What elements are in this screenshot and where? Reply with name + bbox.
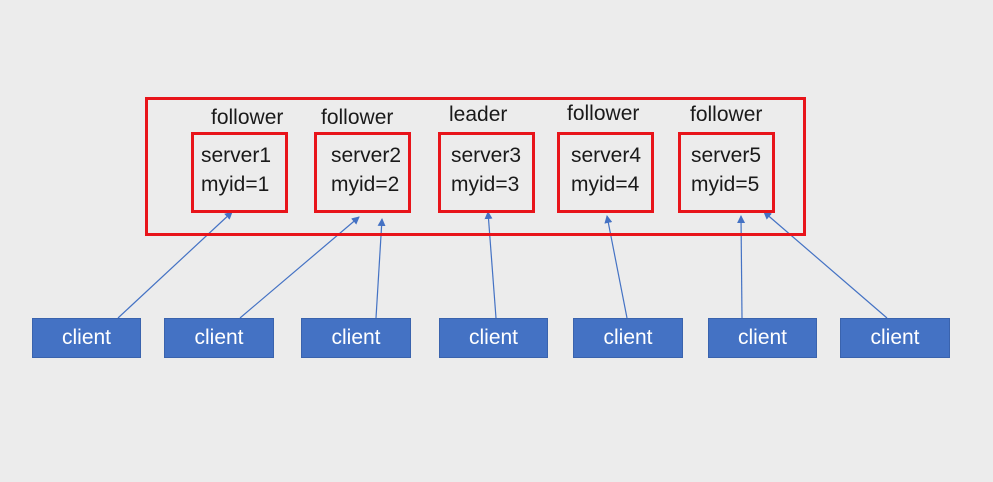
server-myid: myid=2 <box>331 173 400 196</box>
role-label-server3: leader <box>449 103 508 126</box>
server-box-4: server4 myid=4 <box>557 132 654 213</box>
server-myid: myid=4 <box>571 173 640 196</box>
client-box-1[interactable]: client <box>32 318 141 358</box>
server-box-1: server1 myid=1 <box>191 132 288 213</box>
client-box-7[interactable]: client <box>840 318 950 358</box>
server-box-5: server5 myid=5 <box>678 132 775 213</box>
server-name: server5 <box>691 144 762 167</box>
server-name: server3 <box>451 144 522 167</box>
client-box-6[interactable]: client <box>708 318 817 358</box>
server-myid: myid=5 <box>691 173 760 196</box>
client-box-2[interactable]: client <box>164 318 274 358</box>
role-label-server1: follower <box>211 106 284 129</box>
client-box-4[interactable]: client <box>439 318 548 358</box>
server-myid: myid=1 <box>201 173 270 196</box>
role-label-server2: follower <box>321 106 394 129</box>
server-name: server2 <box>331 144 402 167</box>
role-label-server4: follower <box>567 102 640 125</box>
client-box-5[interactable]: client <box>573 318 683 358</box>
server-name: server4 <box>571 144 642 167</box>
server-myid: myid=3 <box>451 173 520 196</box>
server-name: server1 <box>201 144 272 167</box>
server-box-2: server2 myid=2 <box>314 132 411 213</box>
role-label-server5: follower <box>690 103 763 126</box>
client-box-3[interactable]: client <box>301 318 411 358</box>
server-box-3: server3 myid=3 <box>438 132 535 213</box>
zookeeper-cluster-box <box>145 97 806 236</box>
